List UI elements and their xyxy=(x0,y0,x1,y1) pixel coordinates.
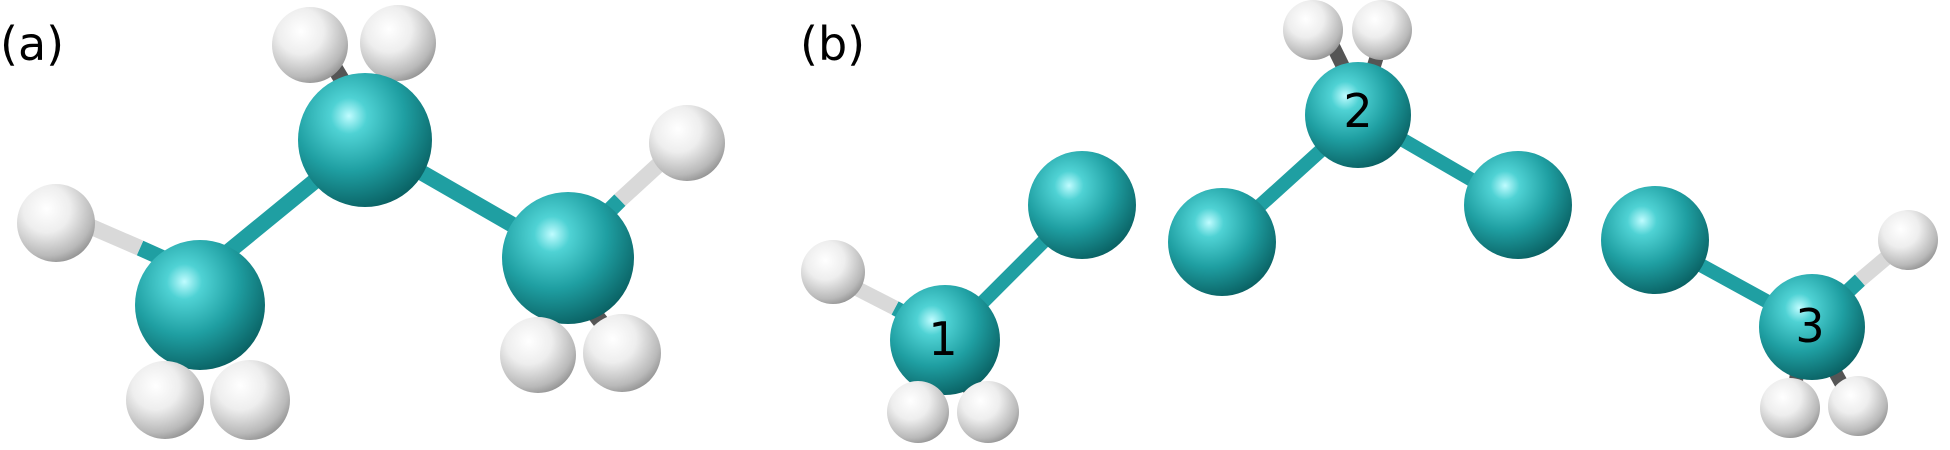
hydrogen-atom xyxy=(1760,378,1820,438)
carbon-atom xyxy=(135,240,265,370)
hydrogen-atom xyxy=(957,381,1019,443)
hydrogen-atom xyxy=(500,317,576,393)
hydrogen-atom xyxy=(1352,0,1412,60)
atom-label-3: 3 xyxy=(1795,299,1824,353)
carbon-atom xyxy=(1028,151,1136,259)
carbon-atom xyxy=(1168,188,1276,296)
carbon-atom xyxy=(298,73,432,207)
carbon-atom xyxy=(1464,151,1572,259)
hydrogen-atom xyxy=(210,360,290,440)
panel-a-label: (a) xyxy=(0,17,64,71)
hydrogen-atom xyxy=(801,240,865,304)
fragment-2: 2 xyxy=(1168,0,1572,296)
carbon-atom xyxy=(1759,274,1865,380)
hydrogen-atom xyxy=(649,105,725,181)
fragment-1: 1 xyxy=(801,151,1136,443)
fragment-3: 3 xyxy=(1601,186,1938,438)
hydrogen-atom xyxy=(272,7,348,83)
panel-a: (a) xyxy=(0,5,725,440)
hydrogen-atom xyxy=(583,314,661,392)
hydrogen-atom xyxy=(1283,0,1343,60)
panel-b-label: (b) xyxy=(800,17,865,71)
carbon-atom xyxy=(502,192,634,324)
hydrogen-atom xyxy=(126,361,204,439)
hydrogen-atom xyxy=(360,5,436,81)
carbon-atom xyxy=(890,285,1000,395)
panel-b: (b) 1 2 xyxy=(800,0,1938,443)
hydrogen-atom xyxy=(887,381,949,443)
carbon-atom xyxy=(1305,62,1411,168)
hydrogen-atom xyxy=(1878,210,1938,270)
atom-label-1: 1 xyxy=(928,312,957,366)
hydrogen-atom xyxy=(17,184,95,262)
atom-label-2: 2 xyxy=(1343,84,1372,138)
carbon-atom xyxy=(1601,186,1709,294)
hydrogen-atom xyxy=(1828,376,1888,436)
